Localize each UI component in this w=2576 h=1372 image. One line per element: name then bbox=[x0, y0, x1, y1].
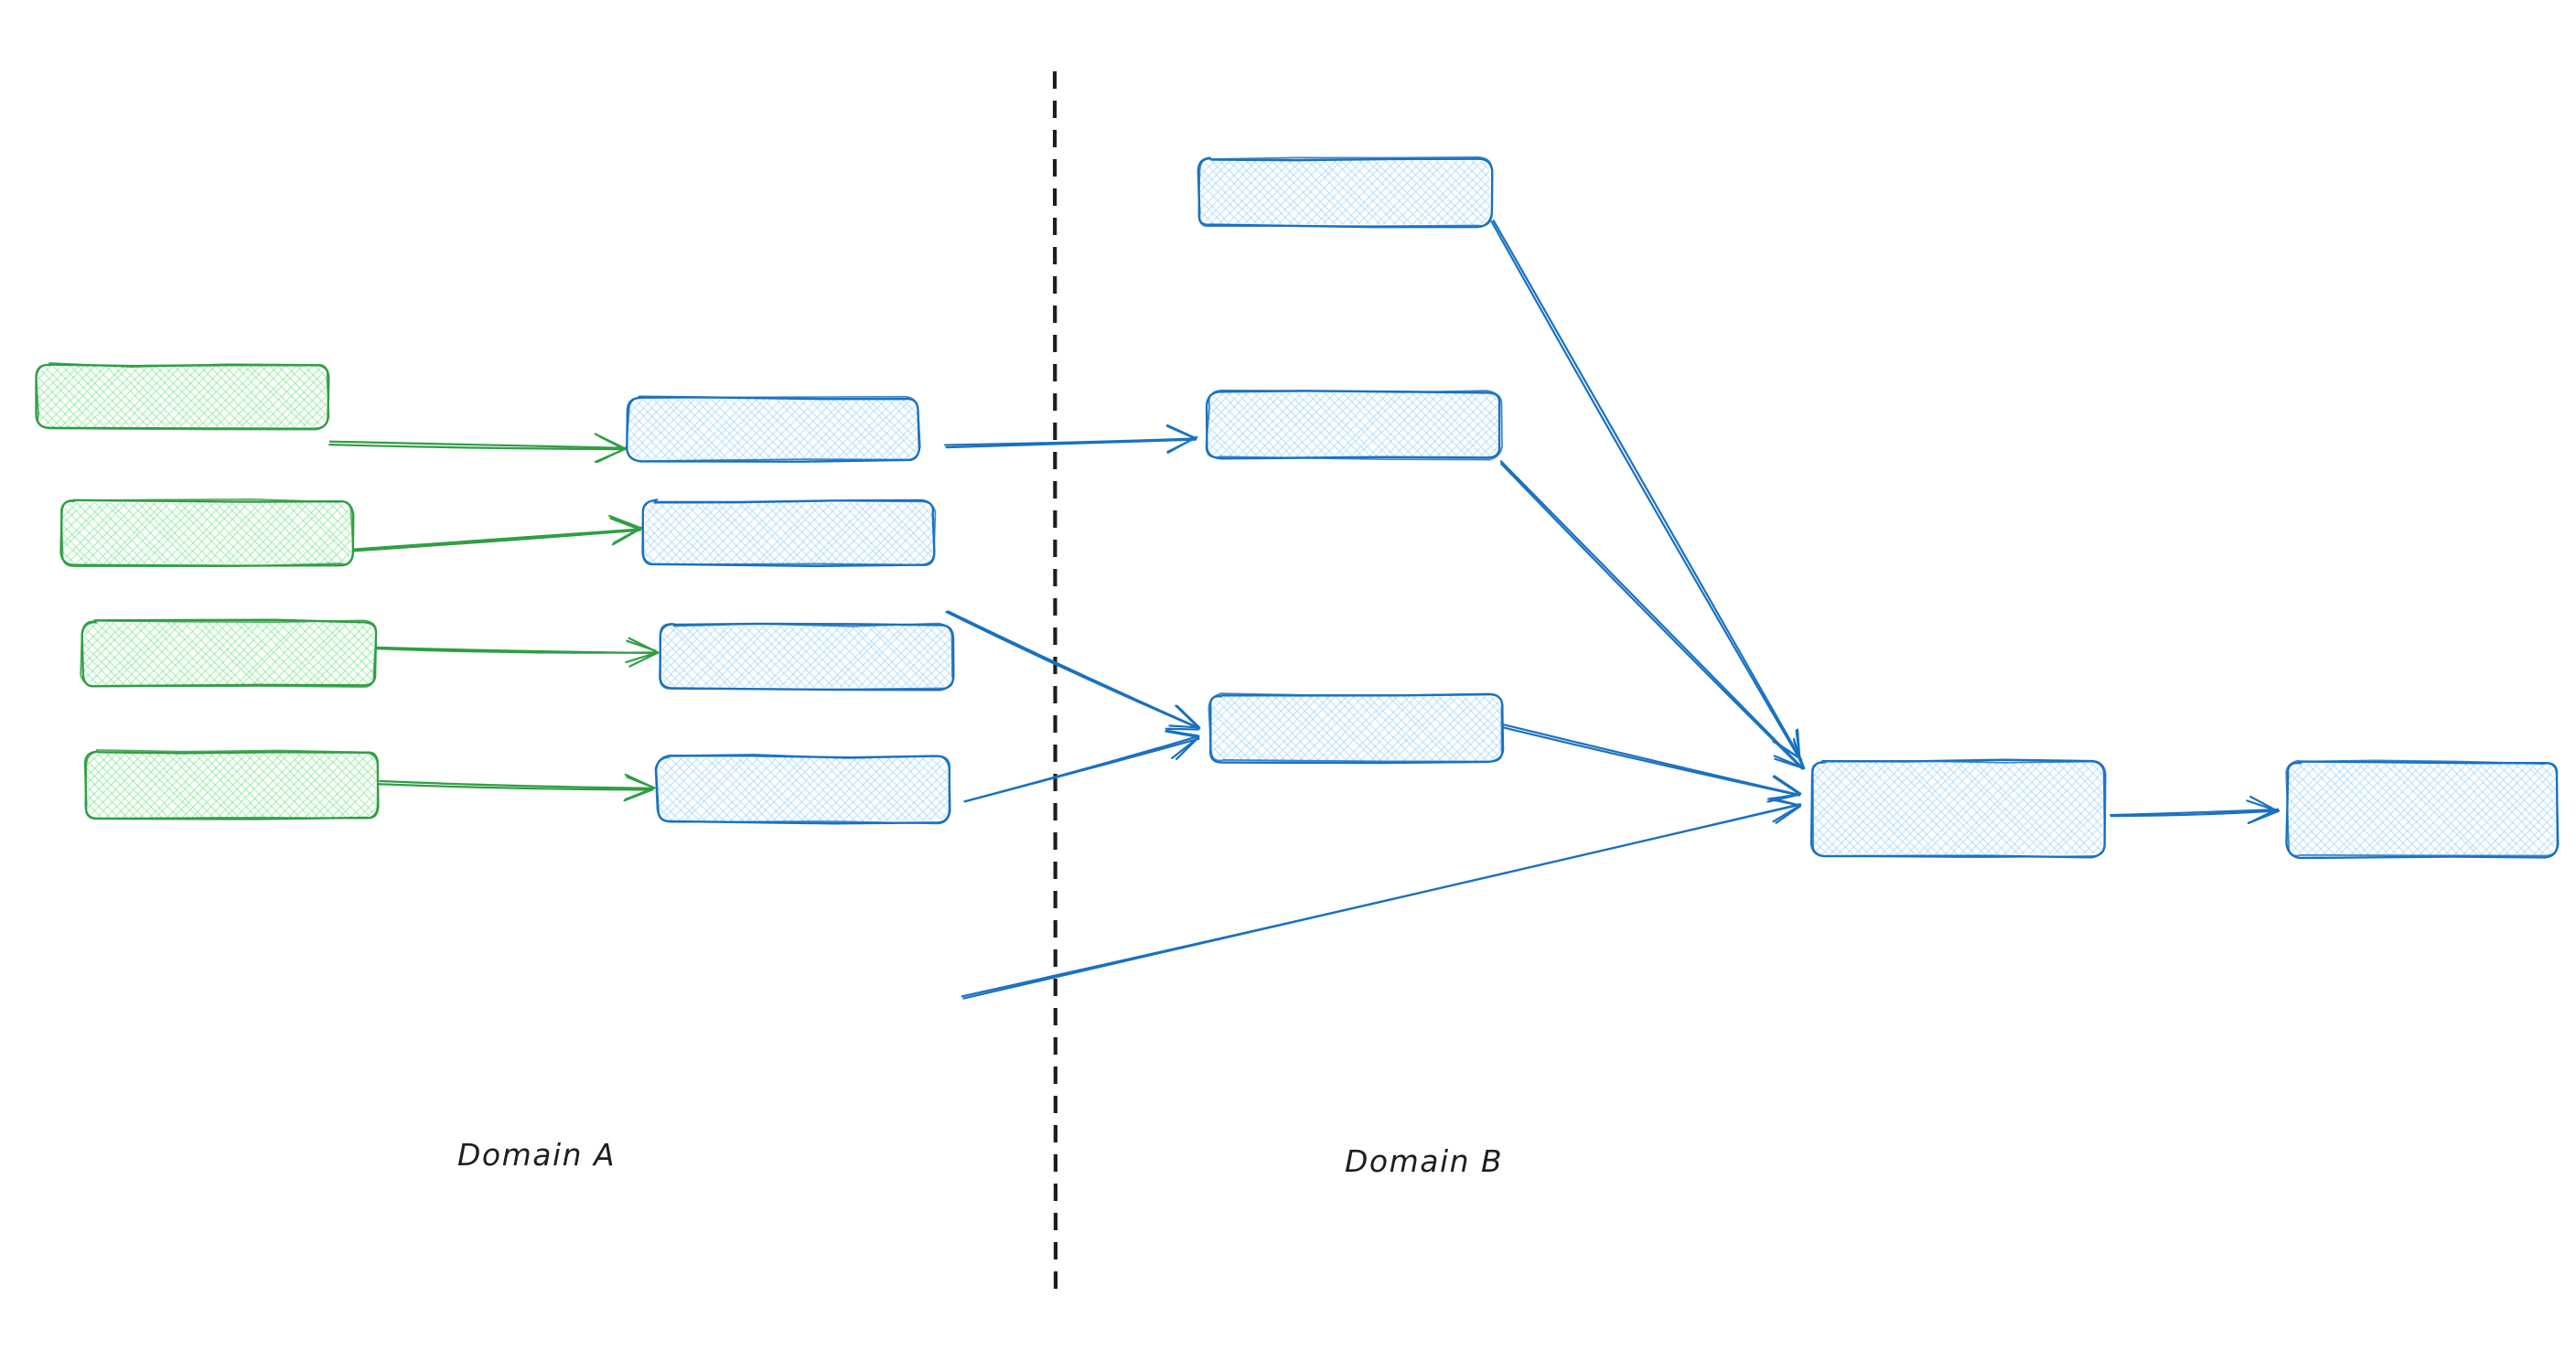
node-box-m1[interactable] bbox=[628, 398, 918, 461]
node-a4[interactable] bbox=[0, 741, 475, 829]
node-box-b1[interactable] bbox=[1198, 159, 1491, 226]
node-box-m2[interactable] bbox=[643, 501, 934, 565]
edge-e-b3-c1 bbox=[1501, 723, 1802, 803]
node-box-d1[interactable] bbox=[2287, 762, 2557, 857]
node-a2[interactable] bbox=[0, 490, 452, 575]
node-m1[interactable] bbox=[538, 387, 1011, 471]
edge-e-a4-m4 bbox=[378, 773, 656, 802]
node-a3[interactable] bbox=[0, 610, 474, 696]
label-domain-a: Domain A bbox=[457, 1137, 617, 1173]
node-box-a1[interactable] bbox=[37, 365, 327, 428]
domain-divider bbox=[1052, 70, 1058, 1302]
label-domain-b: Domain B bbox=[1345, 1143, 1504, 1179]
node-box-b3[interactable] bbox=[1209, 695, 1502, 762]
edge-e-b1-c1 bbox=[1490, 220, 1803, 762]
edge-e-a2-m2 bbox=[352, 514, 643, 552]
edge-e-a3-m3 bbox=[375, 637, 660, 668]
node-b3[interactable] bbox=[1116, 684, 1601, 772]
node-d1[interactable] bbox=[2163, 751, 2576, 867]
edge-e-m2-b3 bbox=[945, 610, 1201, 731]
edge-e-m1-b2 bbox=[944, 423, 1198, 455]
node-b1[interactable] bbox=[1106, 148, 1591, 236]
node-m3[interactable] bbox=[568, 614, 1052, 699]
edge-e-m4-c1 bbox=[961, 797, 1802, 1000]
node-box-b2[interactable] bbox=[1208, 391, 1500, 458]
edge-e-m3-b3 bbox=[963, 729, 1200, 803]
node-a1[interactable] bbox=[0, 354, 420, 438]
node-box-a3[interactable] bbox=[82, 621, 375, 686]
edge-e-c1-d1 bbox=[2109, 795, 2281, 825]
edge-e-b2-c1 bbox=[1499, 460, 1806, 770]
node-box-m3[interactable] bbox=[660, 625, 953, 689]
node-box-a2[interactable] bbox=[61, 501, 352, 565]
node-b2[interactable] bbox=[1112, 381, 1598, 468]
node-c1[interactable] bbox=[1690, 750, 2228, 866]
edge-e-a1-m1 bbox=[328, 433, 628, 464]
node-box-c1[interactable] bbox=[1811, 761, 2104, 856]
node-box-a4[interactable] bbox=[85, 752, 378, 819]
node-box-m4[interactable] bbox=[657, 756, 950, 822]
